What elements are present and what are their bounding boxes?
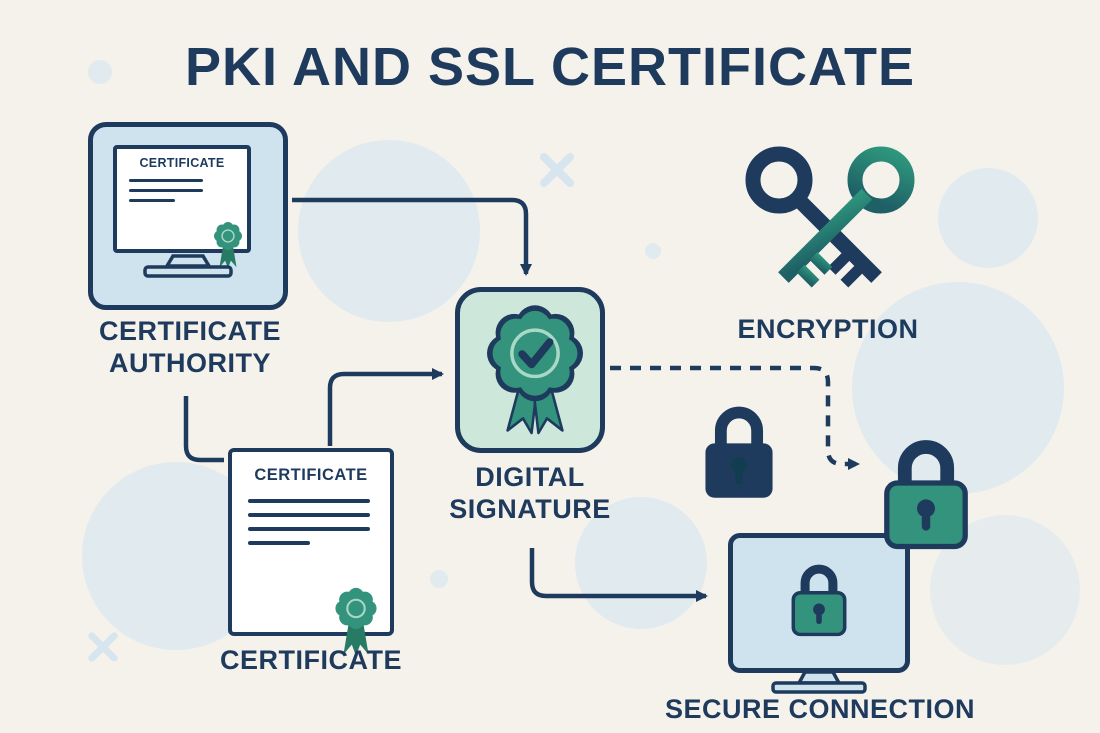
background-dot bbox=[430, 570, 448, 588]
encryption-keys-icon bbox=[745, 146, 915, 288]
certificate-text-lines bbox=[129, 179, 247, 202]
key-icon bbox=[745, 146, 882, 288]
background-blob bbox=[298, 140, 480, 322]
padlock-icon bbox=[791, 564, 847, 637]
background-blob bbox=[938, 168, 1038, 268]
certificate-authority-label: CERTIFICATE AUTHORITY bbox=[99, 316, 281, 378]
certificate-node: CERTIFICATE bbox=[228, 448, 394, 656]
certificate-document-title: CERTIFICATE bbox=[254, 466, 368, 484]
certificate-label: CERTIFICATE bbox=[220, 645, 402, 675]
certificate-authority-node: CERTIFICATE bbox=[88, 122, 288, 310]
digital-signature-label: DIGITAL SIGNATURE bbox=[449, 462, 611, 524]
text-line bbox=[129, 199, 175, 202]
monitor-stand-icon bbox=[143, 254, 233, 278]
background-dot bbox=[645, 243, 661, 259]
encryption-label: ENCRYPTION bbox=[737, 314, 919, 344]
background-blob bbox=[852, 282, 1064, 494]
text-line bbox=[248, 541, 310, 545]
checkmark-icon bbox=[518, 338, 554, 369]
key-icon bbox=[778, 146, 915, 288]
text-line bbox=[248, 513, 370, 517]
monitor-stand-icon bbox=[771, 671, 867, 694]
text-line bbox=[248, 527, 370, 531]
certificate-text-lines bbox=[248, 499, 390, 545]
secure-connection-label: SECURE CONNECTION bbox=[664, 694, 976, 724]
certificate-monitor-icon: CERTIFICATE bbox=[113, 145, 251, 269]
padlock-icon bbox=[705, 406, 773, 498]
x-decoration bbox=[88, 632, 118, 662]
text-line bbox=[129, 179, 203, 182]
rosette-seal-icon bbox=[335, 587, 377, 656]
text-line bbox=[129, 189, 203, 192]
text-line bbox=[248, 499, 370, 503]
certificate-document-title: CERTIFICATE bbox=[139, 156, 225, 170]
rosette-seal-icon bbox=[214, 222, 242, 269]
connector-certificate-to-digital-signature bbox=[327, 368, 444, 446]
page-title: PKI AND SSL CERTIFICATE bbox=[184, 37, 916, 97]
digital-signature-node bbox=[455, 287, 605, 453]
x-decoration bbox=[540, 153, 574, 187]
connector-ca-to-certificate bbox=[183, 396, 224, 463]
background-dot bbox=[88, 60, 112, 84]
badge-rosette bbox=[492, 310, 578, 396]
secure-connection-node bbox=[728, 533, 910, 694]
padlock-icon bbox=[884, 440, 968, 550]
badge-check-icon bbox=[487, 305, 583, 435]
